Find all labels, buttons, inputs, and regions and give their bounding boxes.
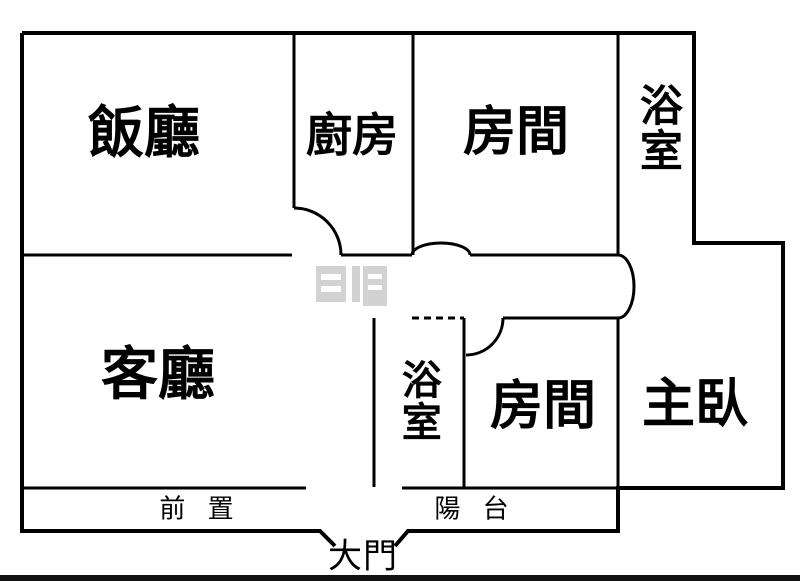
room-label-bedroom-bottom: 房間	[490, 375, 596, 437]
opening-bump-hall-end	[617, 253, 636, 320]
room-label-bath-bottom: 浴室	[394, 359, 441, 443]
watermark	[316, 266, 387, 306]
room-label-bedroom-top: 房間	[463, 101, 569, 163]
room-label-living: 客廳	[101, 341, 215, 408]
label-main-door: 大門	[328, 536, 398, 577]
room-label-kitchen: 廚房	[306, 108, 398, 163]
label-front-strip: 前 置	[159, 494, 241, 525]
room-label-bath-top: 浴室	[632, 83, 683, 173]
room-label-master: 主臥	[642, 373, 748, 435]
label-balcony: 陽 台	[434, 494, 516, 525]
door-arc-dining	[293, 206, 343, 256]
bottom-border-bar	[0, 575, 800, 581]
room-label-dining: 飯廳	[88, 100, 200, 166]
outer-wall-left-section	[20, 33, 337, 548]
door-arc-bedroom2	[465, 317, 505, 357]
opening-bump-top	[410, 241, 472, 256]
outer-wall-right-section	[22, 31, 785, 548]
